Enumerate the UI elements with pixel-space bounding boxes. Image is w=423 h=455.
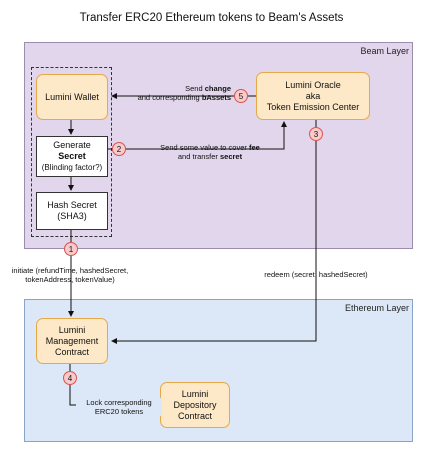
beam-layer-label: Beam Layer — [360, 46, 409, 56]
generate-secret-node: Generate Secret (Blinding factor?) — [36, 136, 108, 177]
step-5-badge: 5 — [234, 89, 248, 103]
fee-secret-label: Send some value to cover fee and transfe… — [160, 143, 260, 161]
oracle-label: Lumini Oracle — [285, 79, 341, 90]
lumini-wallet-label: Lumini Wallet — [45, 91, 99, 102]
arrow-fee-secret — [108, 121, 287, 150]
initiate-label: initiate (refundTime, hashedSecret, toke… — [11, 266, 129, 284]
step-3-badge: 3 — [309, 127, 323, 141]
aka-label: aka — [305, 90, 321, 101]
secret-label: Secret — [58, 151, 86, 161]
step-1-badge: 1 — [64, 242, 78, 256]
management-contract-node: Lumini Management Contract — [36, 318, 108, 364]
send-change-label: Send change and corresponding bAssets — [137, 84, 231, 102]
management-label-3: Contract — [54, 346, 89, 357]
token-emission-label: Token Emission Center — [266, 101, 360, 112]
depository-label-2: Depository — [173, 399, 217, 410]
blinding-factor-label: (Blinding factor?) — [41, 163, 103, 172]
redeem-label: redeem (secret, hashedSecret) — [264, 270, 368, 279]
generate-label: Generate — [53, 140, 91, 150]
sha3-label: (SHA3) — [57, 211, 87, 221]
diagram-title: Transfer ERC20 Ethereum tokens to Beam's… — [79, 12, 344, 24]
ethereum-layer-label: Ethereum Layer — [344, 303, 409, 313]
hash-secret-node: Hash Secret (SHA3) — [36, 192, 108, 230]
depository-label-1: Lumini — [181, 388, 209, 399]
management-label-1: Lumini — [58, 324, 86, 335]
lock-tokens-label: Lock corresponding ERC20 tokens — [76, 398, 162, 416]
depository-label-3: Contract — [177, 410, 212, 421]
management-label-2: Management — [45, 335, 99, 346]
lumini-oracle-node: Lumini Oracle aka Token Emission Center — [256, 72, 370, 120]
step-4-badge: 4 — [63, 371, 77, 385]
depository-contract-node: Lumini Depository Contract — [160, 382, 230, 428]
arrow-redeem — [111, 120, 317, 344]
hash-secret-label: Hash Secret — [47, 200, 97, 210]
lumini-wallet-node: Lumini Wallet — [36, 74, 108, 120]
step-2-badge: 2 — [112, 142, 126, 156]
